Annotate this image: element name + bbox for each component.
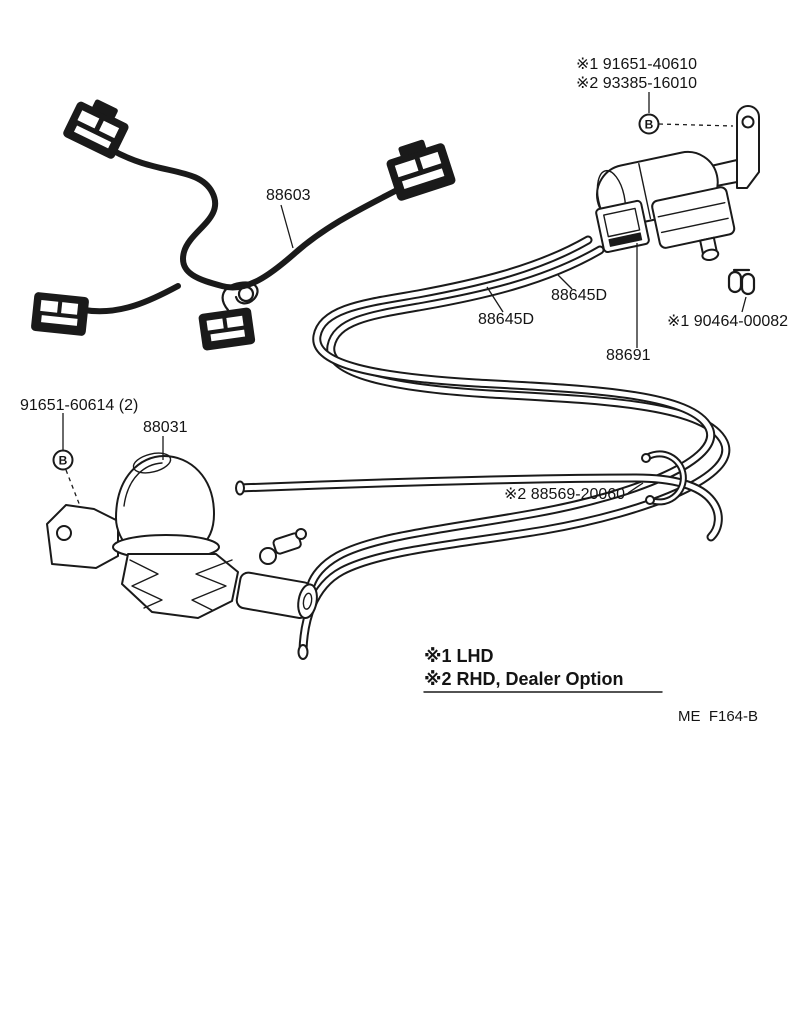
vsv-assembly [595, 105, 760, 296]
actuator-outlet-group [235, 571, 318, 620]
dome-top-detail [132, 452, 172, 474]
harness-connector [386, 139, 456, 201]
bracket-hole [741, 115, 755, 129]
fastener-marker-b: B [52, 413, 81, 507]
vsv-connector-cavity [603, 207, 641, 238]
body-hatch [191, 559, 233, 611]
hose-clamp [727, 268, 756, 296]
vsv-body-seam [638, 162, 652, 220]
body-hatch [129, 559, 163, 609]
connector-body [198, 307, 256, 351]
label-part-88645d-upper: 88645D [551, 287, 607, 304]
valve-cap [295, 528, 307, 540]
vsv-body-group [595, 150, 736, 261]
label-part-88031: 88031 [143, 419, 188, 436]
connector-slot [40, 299, 59, 313]
connector-latch [398, 139, 427, 158]
label-part-91651-40610: ※1 91651-40610 [576, 56, 697, 73]
vsv-nozzle-tip [701, 248, 720, 261]
hose-clip [641, 450, 687, 506]
connector-slot [73, 125, 112, 149]
actuator-body [121, 553, 239, 619]
connector-slot [394, 159, 419, 178]
connector-slot [419, 151, 442, 170]
connector-slot [226, 315, 244, 328]
marker-letter: B [645, 118, 654, 132]
harness-wire-main [109, 147, 415, 291]
legend-lhd: ※1 LHD [424, 646, 494, 666]
connector-slot [41, 315, 78, 326]
clip-hook [645, 495, 655, 505]
vsv-coil-line [657, 201, 726, 218]
vacuum-hose-short-inner [308, 237, 714, 588]
marker-dashed-leader [658, 123, 734, 127]
connector-slot [77, 110, 100, 129]
legend: ※1 LHD ※2 RHD, Dealer Option [423, 646, 663, 693]
bracket-hole [56, 525, 72, 541]
connector-slot [61, 302, 79, 315]
figure-code: ME F164-B [678, 708, 758, 725]
harness-connector [63, 99, 129, 159]
leader-line-88645d-upper [556, 273, 573, 290]
fastener-marker-b: B [638, 92, 734, 135]
label-part-90464-00082: ※1 90464-00082 [667, 313, 788, 330]
clip-hook [641, 453, 651, 463]
marker-circle [638, 113, 660, 135]
actuator-assembly [46, 452, 318, 620]
vsv-connector-base [608, 232, 643, 247]
harness-connector [198, 307, 256, 351]
connector-body [31, 292, 89, 336]
harness-wire-branch [81, 283, 181, 315]
marker-dashed-leader [65, 469, 81, 507]
clip-ring-inner [644, 452, 685, 504]
leader-lines [162, 204, 747, 494]
connector-latch [92, 99, 118, 119]
actuator-fitting [259, 547, 277, 565]
marker-letter: B [59, 454, 68, 468]
harness-pigtail-coil [237, 285, 255, 303]
label-part-93385-16010: ※2 93385-16010 [576, 75, 697, 92]
label-part-91651-60614: 91651-60614 (2) [20, 397, 138, 414]
vacuum-hose-group [235, 235, 731, 660]
vacuum-hose-long [298, 245, 731, 655]
label-part-88603: 88603 [266, 187, 311, 204]
vsv-coil-line [660, 217, 729, 234]
actuator-bracket [46, 504, 119, 569]
dome-contour [123, 462, 163, 507]
legend-rhd: ※2 RHD, Dealer Option [424, 669, 624, 689]
clamp-loop [727, 270, 743, 294]
clamp-loop [740, 272, 756, 296]
label-part-88645d-lower: 88645D [478, 311, 534, 328]
vsv-electrical-connector [595, 199, 650, 254]
vsv-mounting-bracket [736, 105, 760, 189]
hose-open-end [297, 644, 309, 660]
connector-body [386, 143, 456, 201]
vacuum-hose-long-inner [300, 247, 729, 653]
connector-slot [99, 120, 120, 139]
leader-line-88569 [627, 482, 644, 494]
hose-open-end [235, 480, 245, 496]
wiring-harness [31, 99, 456, 351]
vsv-coil-block [651, 186, 736, 249]
harness-pigtail-wire [221, 281, 259, 312]
leader-line-88603 [280, 204, 294, 249]
connector-slot [206, 318, 224, 331]
connector-slot [210, 329, 246, 342]
marker-circle [52, 449, 74, 471]
outlet-bore [302, 592, 313, 610]
label-part-88691: 88691 [606, 347, 651, 364]
connector-slot [401, 168, 445, 189]
vacuum-hose-to-actuator-inner [237, 475, 721, 540]
leader-line-90464 [741, 296, 747, 313]
harness-connector [31, 292, 89, 336]
label-part-88569-20060: ※2 88569-20060 [504, 486, 625, 503]
outlet-end [297, 583, 318, 620]
leader-line-88645d-lower [486, 286, 504, 313]
part-labels: ※1 91651-40610 ※2 93385-16010 88603 8864… [20, 56, 788, 503]
